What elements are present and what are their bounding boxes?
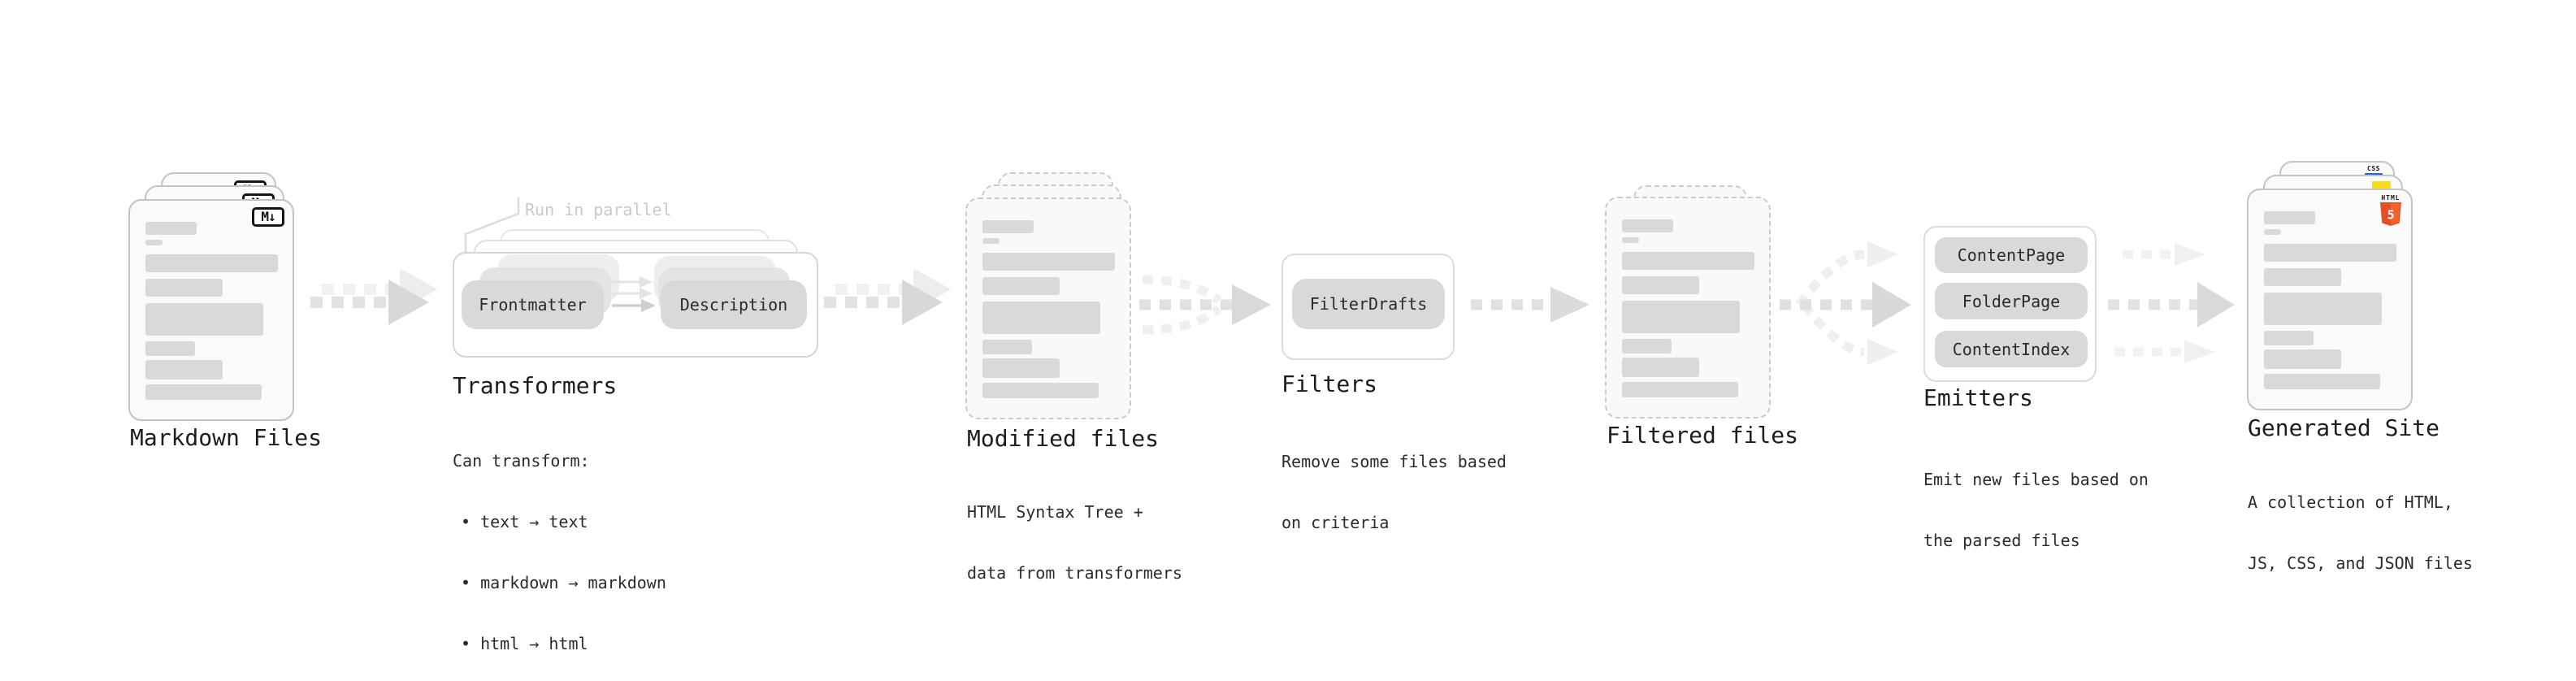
- skeleton-bar: [1622, 252, 1754, 270]
- svg-text:5: 5: [2387, 208, 2394, 223]
- emitters-label: Emitters: [1923, 384, 2033, 411]
- skeleton-bar: [145, 240, 163, 245]
- skeleton-bar: [2264, 349, 2341, 369]
- flow-arrow-filtered-to-emitters: [1780, 241, 1911, 365]
- markdown-file-card-front: M↓: [128, 199, 294, 421]
- desc-bullet: • html → html: [461, 634, 588, 653]
- desc-bullet: • text → text: [461, 512, 588, 531]
- pill-flow-arrows: [612, 276, 656, 312]
- skeleton-bar: [982, 340, 1032, 354]
- skeleton-bar: [2264, 211, 2315, 224]
- callout-leader-line: [464, 197, 520, 252]
- desc-line: on criteria: [1281, 513, 1390, 532]
- markdown-files-label: Markdown Files: [130, 424, 323, 451]
- frontmatter-pill: Frontmatter: [462, 280, 604, 329]
- document-skeleton: [982, 220, 1115, 398]
- skeleton-bar: [2264, 244, 2396, 262]
- generated-site-label: Generated Site: [2248, 414, 2440, 441]
- filtered-file-card-front: [1605, 197, 1771, 419]
- skeleton-bar: [145, 279, 223, 297]
- desc-line: A collection of HTML,: [2248, 492, 2453, 512]
- desc-line: HTML Syntax Tree +: [967, 502, 1143, 522]
- skeleton-bar: [1622, 339, 1672, 354]
- skeleton-bar: [2264, 374, 2380, 389]
- generated-site-description: A collection of HTML, JS, CSS, and JSON …: [2248, 452, 2473, 614]
- skeleton-bar: [1622, 301, 1740, 333]
- filtered-files-label: Filtered files: [1607, 422, 1799, 449]
- skeleton-bar: [145, 360, 223, 380]
- html5-icon: HTML 5: [2379, 195, 2402, 226]
- skeleton-bar: [982, 301, 1100, 334]
- document-skeleton: [1622, 219, 1754, 397]
- skeleton-bar: [1622, 219, 1673, 232]
- markdown-icon: M↓: [252, 207, 284, 227]
- desc-line: JS, CSS, and JSON files: [2248, 553, 2473, 573]
- document-skeleton: [2264, 211, 2396, 389]
- flow-arrow-md-to-transformers: [310, 268, 437, 325]
- desc-line: Can transform:: [453, 451, 590, 471]
- flow-arrows-emitters-to-generated: [2108, 243, 2235, 363]
- run-in-parallel-annotation: Run in parallel: [525, 200, 672, 219]
- skeleton-bar: [2264, 268, 2341, 286]
- desc-line: data from transformers: [967, 563, 1182, 583]
- skeleton-bar: [145, 222, 197, 235]
- desc-line: the parsed files: [1923, 531, 2080, 550]
- skeleton-bar: [1622, 237, 1639, 243]
- skeleton-bar: [1622, 382, 1738, 397]
- skeleton-bar: [145, 341, 195, 356]
- flow-arrow-transformers-to-modified: [824, 268, 951, 325]
- skeleton-bar: [982, 383, 1099, 398]
- modified-files-label: Modified files: [967, 425, 1160, 452]
- skeleton-bar: [145, 303, 263, 336]
- transformers-description: Can transform: • text → text • markdown …: [453, 410, 666, 681]
- skeleton-bar: [982, 238, 1000, 244]
- desc-bullet: • markdown → markdown: [461, 573, 666, 592]
- desc-line: Remove some files based: [1281, 452, 1507, 471]
- skeleton-bar: [1622, 276, 1699, 294]
- document-skeleton: [145, 222, 278, 400]
- javascript-icon: [2372, 181, 2391, 190]
- emitters-description: Emit new files based on the parsed files: [1923, 429, 2149, 592]
- skeleton-bar: [145, 384, 262, 400]
- generated-html-card: HTML 5: [2247, 189, 2413, 410]
- skeleton-bar: [982, 220, 1034, 233]
- desc-line: Emit new files based on: [1923, 470, 2149, 489]
- filters-description: Remove some files based on criteria: [1281, 411, 1507, 574]
- flow-arrow-modified-to-filters: [1139, 275, 1271, 335]
- skeleton-bar: [2264, 331, 2314, 345]
- skeleton-bar: [982, 253, 1115, 271]
- skeleton-bar: [145, 254, 278, 272]
- transformers-label: Transformers: [453, 372, 618, 399]
- skeleton-bar: [982, 277, 1060, 295]
- modified-file-card-front: [965, 197, 1131, 419]
- skeleton-bar: [2264, 293, 2382, 325]
- contentindex-pill: ContentIndex: [1935, 331, 2088, 367]
- skeleton-bar: [2264, 229, 2281, 235]
- skeleton-bar: [982, 358, 1060, 378]
- contentpage-pill: ContentPage: [1935, 237, 2088, 273]
- flow-arrow-filters-to-filtered: [1471, 287, 1589, 323]
- filterdrafts-pill: FilterDrafts: [1292, 279, 1445, 329]
- folderpage-pill: FolderPage: [1935, 283, 2088, 319]
- modified-files-description: HTML Syntax Tree + data from transformer…: [967, 462, 1182, 624]
- skeleton-bar: [1622, 358, 1699, 377]
- description-pill: Description: [661, 280, 807, 329]
- filters-label: Filters: [1281, 371, 1378, 397]
